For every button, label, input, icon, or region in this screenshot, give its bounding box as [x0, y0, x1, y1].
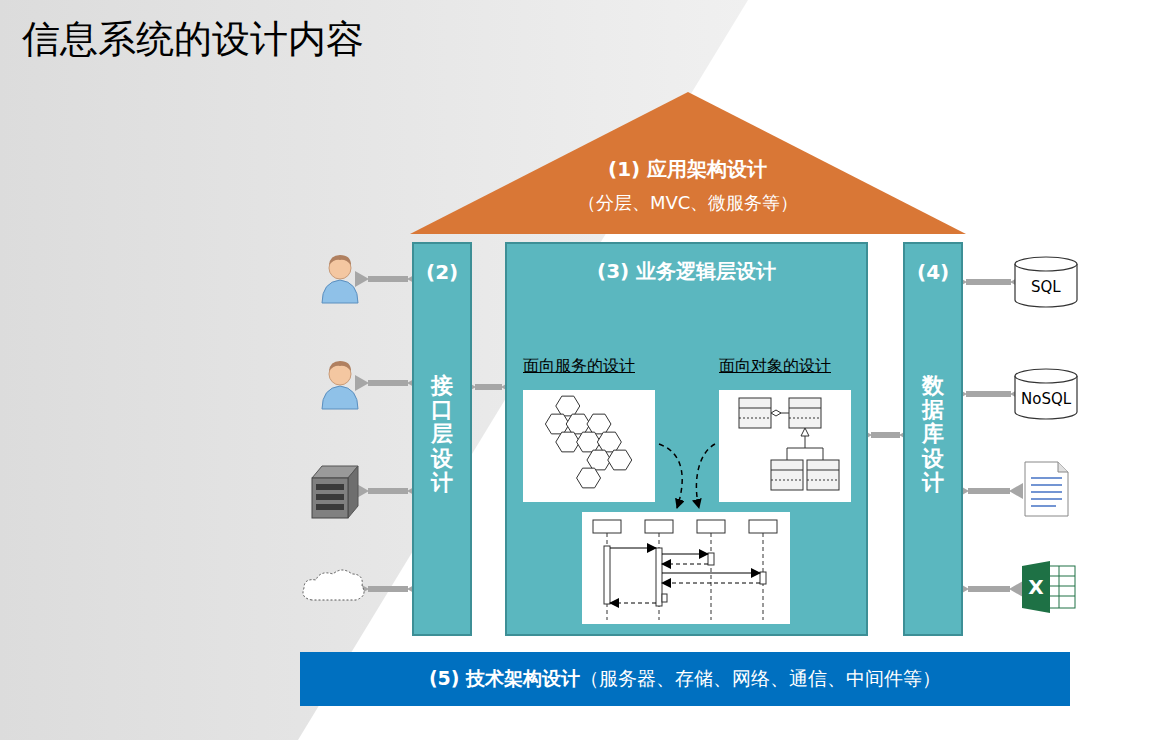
- double-arrow: [475, 384, 502, 390]
- object-design: 面向对象的设计: [715, 354, 855, 504]
- illustration-box: [523, 390, 655, 502]
- roof-triangle: (1) 应用架构设计 （分层、MVC、微服务等）: [410, 90, 966, 236]
- database-cylinder: SQL: [1014, 256, 1078, 308]
- illustration-box: [719, 390, 851, 502]
- excel-letter: X: [1027, 575, 1045, 599]
- logic-panel: (3) 业务逻辑层设计面向服务的设计 面向对象的设计: [505, 242, 868, 636]
- double-arrow: [966, 279, 1011, 285]
- node-heading: (4): [917, 260, 949, 284]
- server-icon: [312, 466, 358, 518]
- node-heading: (2): [426, 260, 458, 284]
- node-heading: 面向对象的设计: [719, 356, 831, 377]
- node-text: （分层、MVC、微服务等）: [578, 191, 798, 215]
- excel-icon: [1022, 561, 1075, 613]
- database-cylinder: NoSQL: [1014, 368, 1078, 420]
- cloud-icon: [303, 570, 364, 600]
- layer-column: (4) 数据库设计: [903, 242, 963, 636]
- tech-band: (5) 技术架构设计（服务器、存储、网络、通信、中间件等）: [300, 652, 1070, 706]
- service-design: 面向服务的设计: [519, 354, 659, 504]
- node-heading: (5) 技术架构设计: [429, 666, 580, 692]
- node-heading: (1) 应用架构设计: [608, 156, 767, 183]
- node-text: 接口层设计: [431, 374, 453, 495]
- node-heading: (3) 业务逻辑层设计: [597, 258, 776, 285]
- node-heading: 面向服务的设计: [523, 356, 635, 377]
- layer-column: (2) 接口层设计: [412, 242, 472, 636]
- node-text: （服务器、存储、网络、通信、中间件等）: [580, 666, 941, 692]
- user-icon: [322, 361, 358, 409]
- document-icon: [1025, 462, 1068, 516]
- double-arrow: [966, 391, 1011, 397]
- page-title: 信息系统的设计内容: [22, 14, 364, 65]
- double-arrow: [871, 432, 900, 438]
- service-hexagons: [523, 390, 655, 502]
- node-heading: NoSQL: [1021, 390, 1071, 408]
- node-text: 数据库设计: [922, 374, 944, 495]
- user-icon: [322, 255, 358, 303]
- class-diagram: [719, 390, 851, 502]
- node-heading: SQL: [1031, 278, 1061, 296]
